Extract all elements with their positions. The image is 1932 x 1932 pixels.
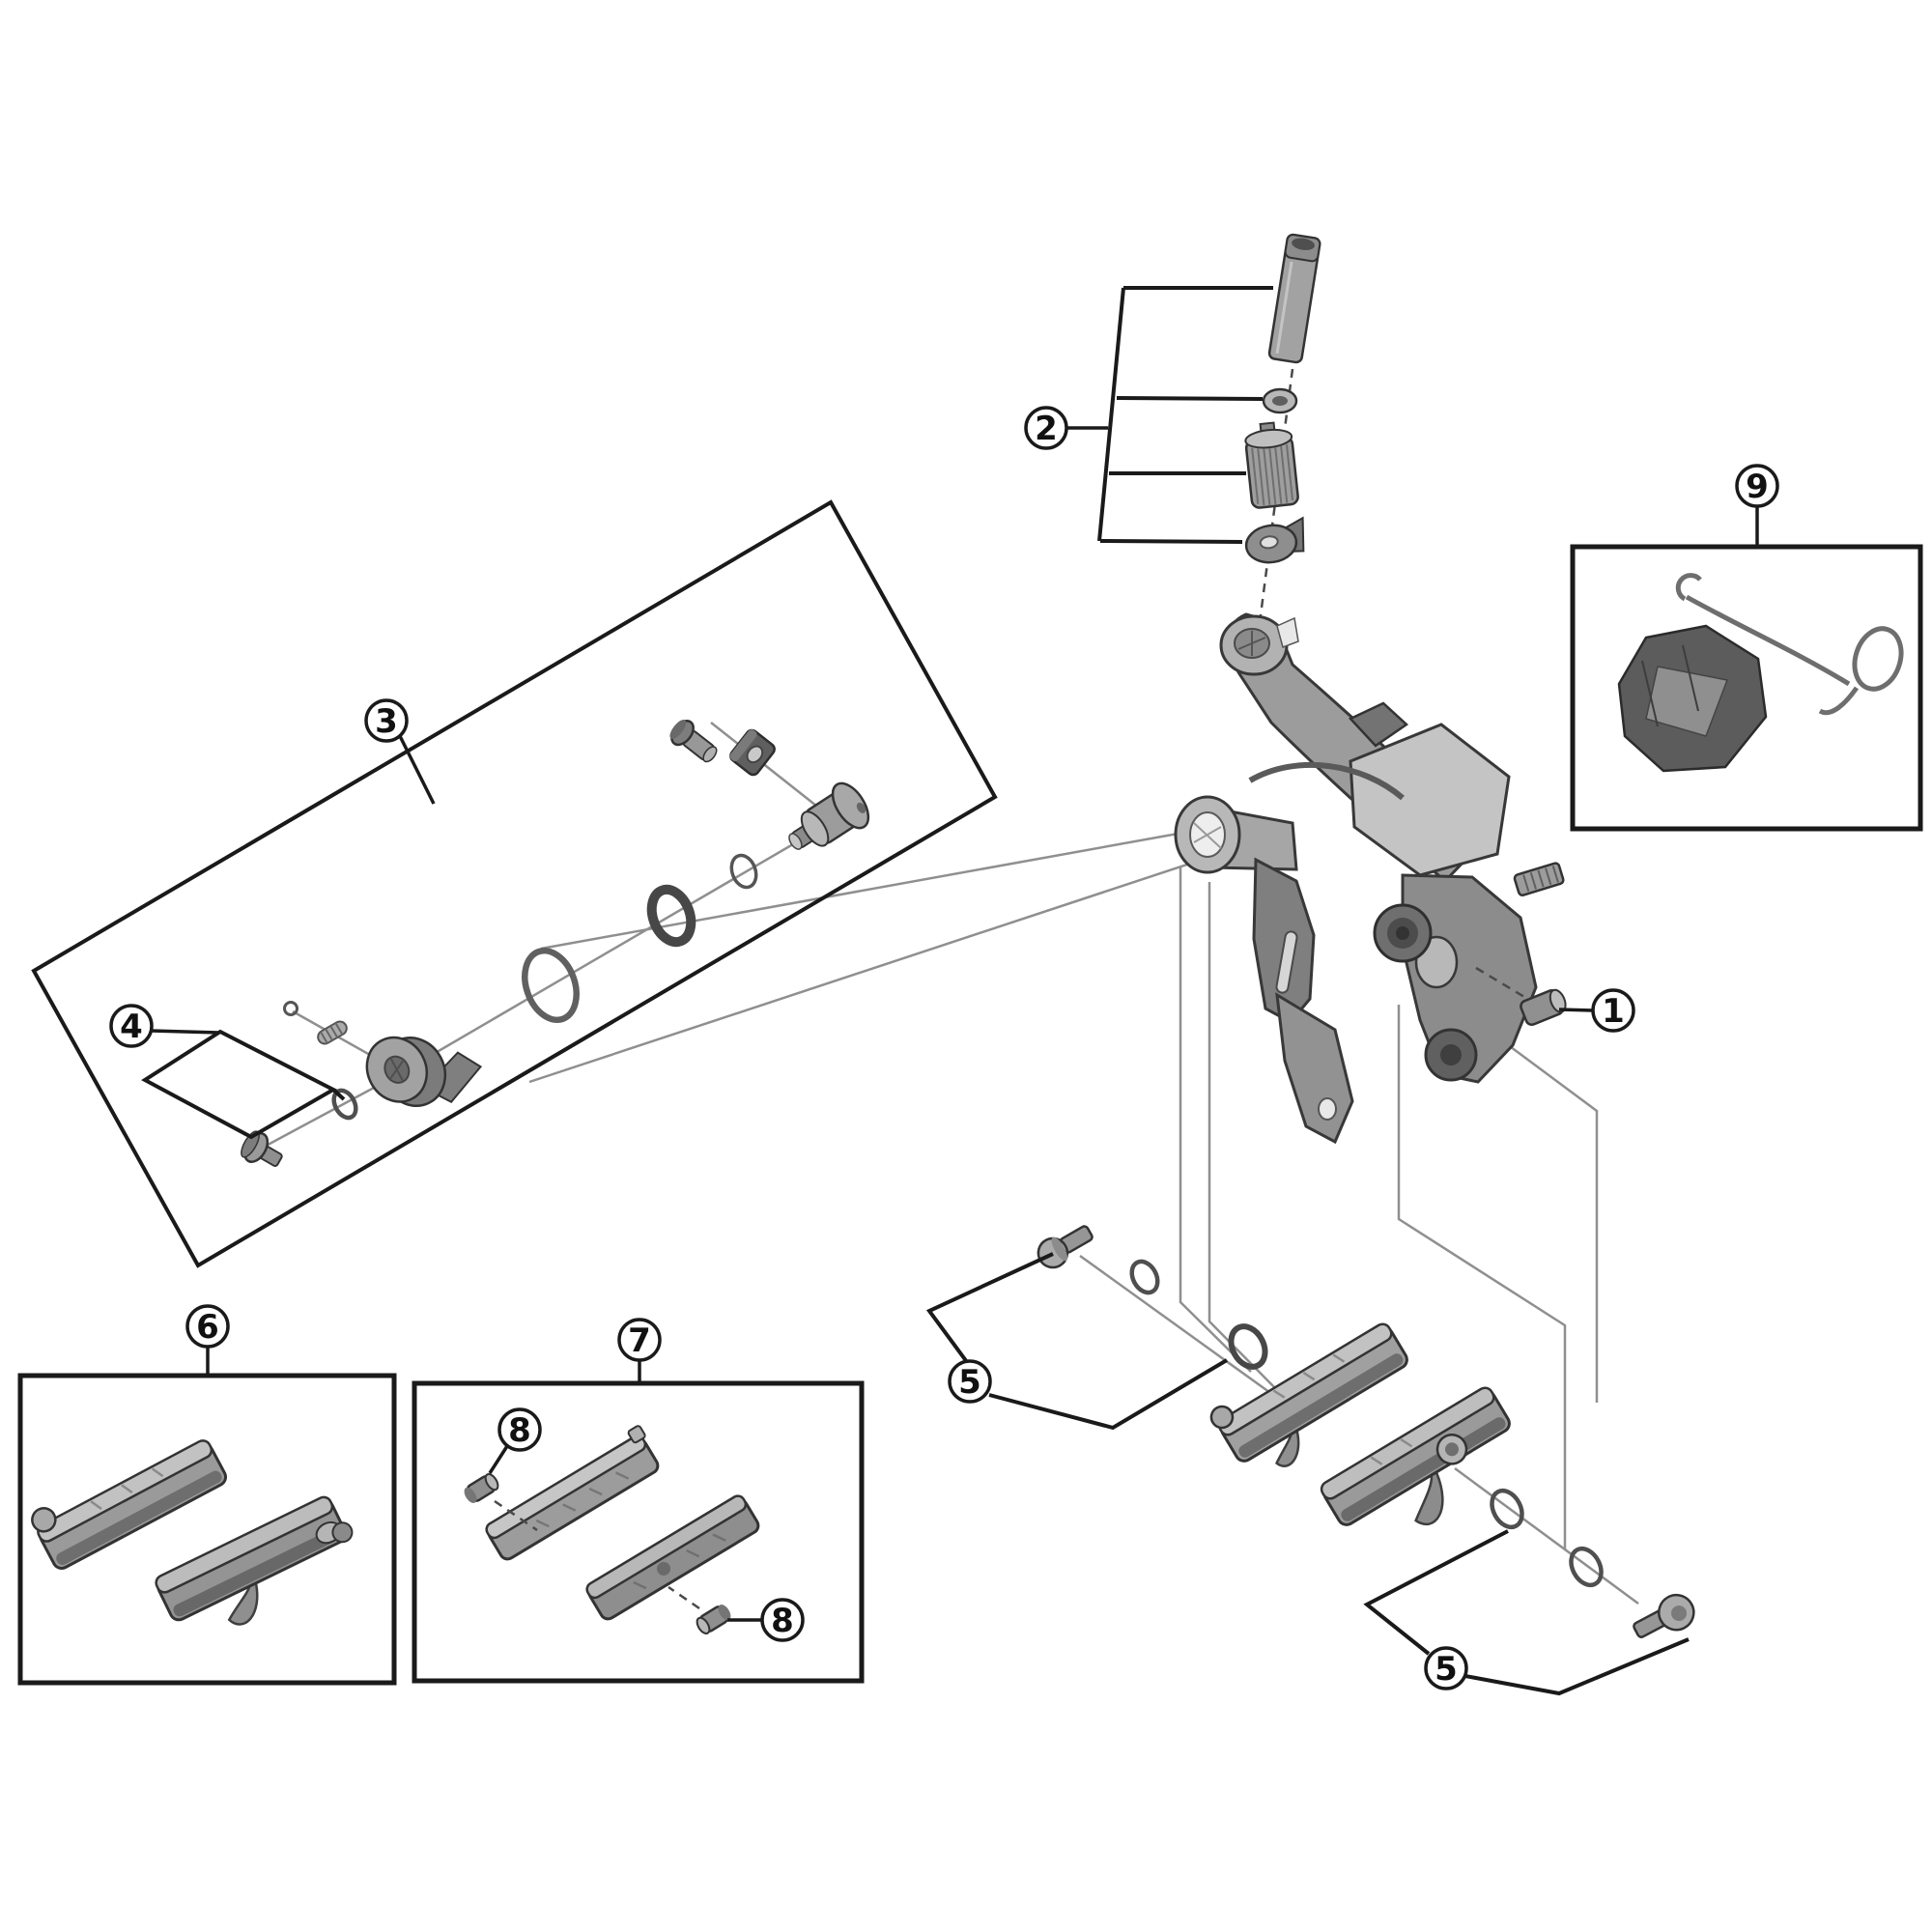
callout-9-number: 9 <box>1746 468 1769 506</box>
cap-bolt <box>669 719 718 763</box>
callout-1-number: 1 <box>1602 992 1625 1031</box>
caliper-top-boss <box>1219 614 1299 676</box>
bracket-4 <box>141 1029 338 1140</box>
callout-6-number: 6 <box>196 1308 219 1347</box>
right-arm-pad-boss-hole <box>1440 1044 1462 1065</box>
spring-cover-guide <box>1617 624 1768 773</box>
callout-5a: 5 <box>925 1252 1229 1431</box>
washer-a-right <box>1490 1488 1524 1530</box>
caliper-left-mount-tube <box>1174 795 1298 874</box>
pad-insert-set-group: 7 8 <box>412 1318 865 1684</box>
return-spring-wire <box>1675 573 1904 716</box>
snap-ring <box>283 1001 298 1016</box>
callout-1: 1 <box>1558 988 1635 1033</box>
square-nut-plate <box>729 728 776 777</box>
mounting-stud <box>1513 862 1565 896</box>
adjuster-washer <box>1262 387 1298 414</box>
pivot-axle-unit-group: 3 4 <box>31 499 998 1268</box>
callout-7-number: 7 <box>628 1321 651 1360</box>
arm-fixing-screw <box>1520 988 1567 1026</box>
center-pivot-bolt <box>1373 903 1433 963</box>
washer-b-left <box>1228 1323 1268 1370</box>
small-o-ring <box>729 853 758 890</box>
pivot-washer <box>331 1088 358 1121</box>
callout-3-number: 3 <box>375 702 398 741</box>
cartridge-shoe-b <box>1320 1386 1511 1526</box>
return-spring-unit-group: 9 <box>1570 464 1923 832</box>
pivot-axle <box>788 781 870 850</box>
washer-a-left <box>1129 1259 1160 1295</box>
pad-insert-lower <box>585 1494 760 1621</box>
callout-5b: 5 <box>1363 1529 1690 1696</box>
callout-8a-number: 8 <box>508 1411 531 1450</box>
barrel-adjuster-group: 2 <box>1024 233 1321 639</box>
cartridge-shoe-upper <box>31 1439 228 1570</box>
left-pad-slot <box>1275 930 1298 994</box>
caliper-bridge-plate <box>1349 723 1511 877</box>
caliper-left-lower-arm <box>1275 992 1354 1145</box>
large-o-ring <box>522 947 580 1024</box>
keyed-washer <box>646 884 696 948</box>
callout-7: 7 <box>617 1318 662 1383</box>
pad-insert-upper <box>485 1425 660 1561</box>
cable-clamp-piece <box>1244 516 1305 564</box>
callout-3: 3 <box>364 698 436 805</box>
adjust-spring <box>317 1020 348 1045</box>
callout-9: 9 <box>1735 464 1779 547</box>
shoe-fixing-bolt-right <box>1633 1593 1695 1638</box>
shoe-fixing-bolt-left <box>1037 1225 1094 1269</box>
callout-2-number: 2 <box>1035 410 1058 448</box>
callout-2: 2 <box>1024 286 1273 544</box>
right-shoe-fixing-group: 5 <box>1363 1488 1695 1696</box>
brake-shoe-set-group: 6 <box>17 1304 397 1686</box>
pad-fixing-screw-a <box>464 1473 499 1503</box>
callout-8b: 8 <box>727 1598 805 1642</box>
box-9 <box>1570 544 1923 832</box>
washer-b-right <box>1569 1546 1604 1588</box>
callout-8b-number: 8 <box>771 1602 794 1640</box>
cable-adjusting-barrel <box>1244 421 1299 509</box>
projection-lines <box>528 829 1599 1549</box>
cartridge-shoe-a <box>1209 1322 1408 1467</box>
caliper-body <box>1174 612 1565 1145</box>
box-3 <box>31 499 998 1268</box>
fixing-screw-group: 1 <box>1475 966 1635 1033</box>
cable-anchor-block <box>1348 701 1409 748</box>
callout-5a-number: 5 <box>958 1363 981 1402</box>
pivot-drum <box>365 1036 483 1107</box>
caliper-pads-exploded <box>1079 1254 1639 1605</box>
left-shoe-fixing-group: 5 <box>925 1225 1268 1431</box>
pivot-fixing-bolt <box>241 1130 283 1167</box>
callout-4: 4 <box>109 1004 346 1140</box>
caliper-right-arm <box>1401 873 1538 1084</box>
caliper-spring-wire <box>1248 761 1405 801</box>
cable-fixing-bolt <box>1267 233 1321 364</box>
pad-fixing-screw-b <box>696 1605 731 1634</box>
cartridge-shoe-lower <box>155 1495 354 1626</box>
left-lower-arm-hole <box>1318 1097 1337 1121</box>
callout-5b-number: 5 <box>1435 1650 1458 1689</box>
callout-6: 6 <box>185 1304 230 1376</box>
callout-4-number: 4 <box>120 1008 143 1046</box>
callout-8a: 8 <box>488 1407 542 1474</box>
